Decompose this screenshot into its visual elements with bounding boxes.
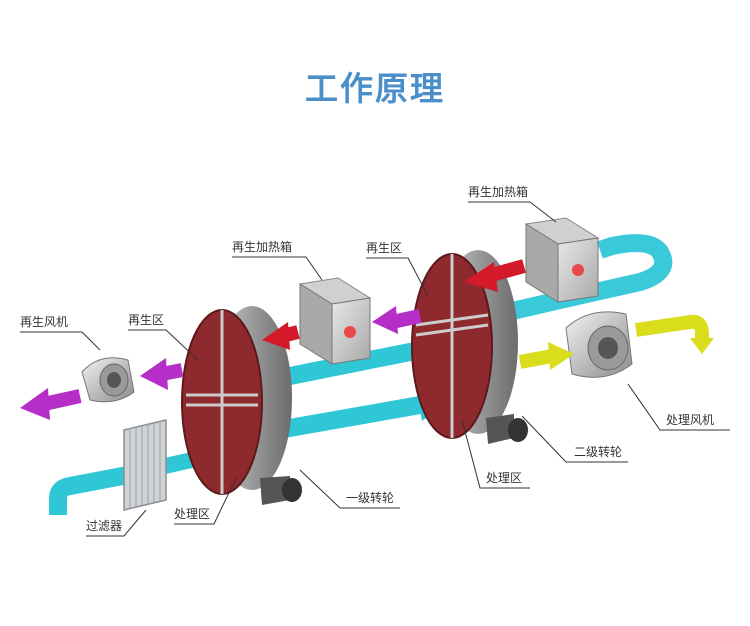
leader-wheel2 — [521, 415, 628, 463]
leader-regen-zone-right — [366, 257, 429, 297]
page-title: 工作原理 — [305, 69, 445, 108]
dry-air-arrow-out — [690, 338, 714, 354]
label-process-zone-right: 处理区 — [486, 471, 522, 485]
dry-air-arrow-in — [548, 342, 574, 370]
leader-heater-mid — [232, 256, 323, 281]
label-regen-fan: 再生风机 — [20, 315, 68, 329]
filter — [123, 419, 167, 511]
label-regen-zone-right: 再生区 — [366, 241, 402, 255]
regen-fan-exhaust-duct — [42, 389, 82, 411]
label-regen-zone-left: 再生区 — [128, 313, 164, 327]
label-process-fan: 处理风机 — [666, 413, 714, 427]
regen-fan-exhaust-arrow — [20, 388, 50, 420]
leader-regen-fan — [20, 331, 101, 351]
label-process-zone-left: 处理区 — [174, 507, 210, 521]
hot-air-arrow-mid — [262, 322, 290, 350]
heater-box-top — [524, 217, 600, 303]
leader-heater-top — [468, 201, 557, 223]
label-wheel2: 二级转轮 — [574, 444, 622, 459]
regen-fan — [81, 357, 135, 403]
dry-air-duct-in — [518, 349, 554, 369]
label-heater-top: 再生加热箱 — [468, 184, 528, 199]
hot-air-arrow-top — [464, 262, 498, 292]
label-heater-mid: 再生加热箱 — [232, 239, 292, 254]
regen-exhaust-arrow — [140, 358, 168, 390]
process-air-duct-top — [427, 234, 673, 339]
label-wheel1: 一级转轮 — [346, 490, 394, 505]
leader-wheel1 — [299, 469, 400, 509]
regen-air-arrow-mid — [372, 306, 398, 334]
heater-box-mid — [298, 277, 372, 365]
wheel-1 — [181, 306, 302, 505]
leader-process-zone-left — [174, 477, 237, 525]
leader-filter — [86, 509, 147, 537]
wheel-2 — [411, 250, 528, 444]
label-filter: 过滤器 — [86, 519, 122, 533]
process-air-inlet-duct — [49, 466, 130, 515]
leader-process-fan — [627, 383, 730, 431]
leader-process-zone-right — [461, 419, 530, 489]
process-fan — [565, 311, 633, 378]
leader-regen-zone-left — [128, 329, 199, 361]
dry-air-duct-out — [634, 314, 709, 341]
